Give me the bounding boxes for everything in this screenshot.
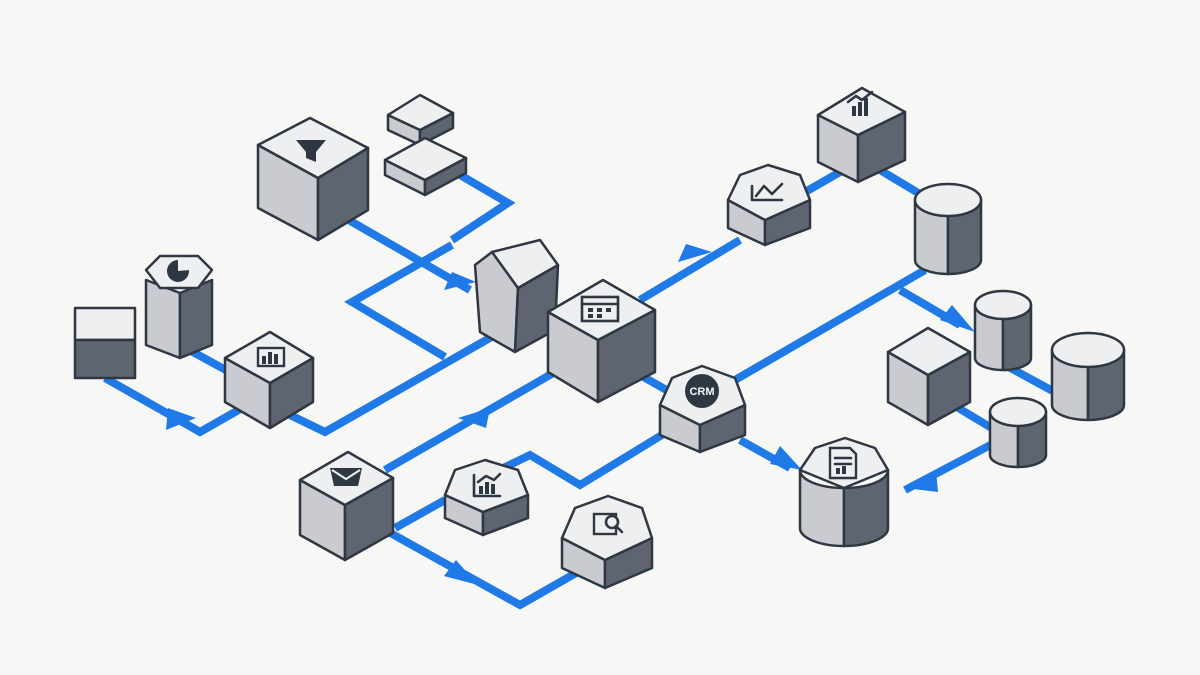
node-database-large[interactable] bbox=[1050, 331, 1126, 422]
node-email[interactable] bbox=[298, 450, 395, 562]
node-pie-chart[interactable] bbox=[144, 254, 214, 360]
node-calendar[interactable] bbox=[546, 278, 657, 404]
arrowhead-5 bbox=[940, 305, 975, 332]
node-growth-chart[interactable] bbox=[816, 86, 907, 184]
node-plain-cube[interactable] bbox=[886, 326, 972, 427]
node-bar-chart[interactable] bbox=[223, 330, 315, 430]
arrowhead-2 bbox=[444, 272, 476, 290]
search-document-icon bbox=[592, 512, 624, 536]
connector-barchart-to-center bbox=[288, 331, 497, 437]
report-document-icon bbox=[828, 446, 858, 480]
calendar-icon bbox=[580, 295, 620, 323]
connector-email-to-bottom bbox=[383, 526, 592, 610]
node-report[interactable] bbox=[798, 436, 890, 548]
arrowhead-4 bbox=[458, 408, 490, 428]
trend-line-icon bbox=[750, 182, 784, 202]
connector-crm-to-search bbox=[493, 426, 673, 490]
connector-junction-rise bbox=[344, 241, 454, 361]
arrowhead-6 bbox=[770, 446, 802, 470]
node-stacked-slabs[interactable] bbox=[383, 93, 468, 197]
growth-chart-icon bbox=[846, 90, 874, 116]
connector-db-to-crm bbox=[732, 266, 928, 384]
crm-label: CRM bbox=[689, 386, 714, 398]
arrowhead-3 bbox=[678, 244, 712, 262]
email-icon bbox=[330, 468, 362, 486]
arrowheads bbox=[166, 244, 975, 585]
bar-chart-trend-icon bbox=[472, 472, 502, 498]
node-database-tall[interactable] bbox=[913, 182, 983, 276]
connector-email-to-analytics bbox=[393, 496, 447, 532]
node-database-mid[interactable] bbox=[973, 289, 1033, 372]
node-trend[interactable] bbox=[726, 163, 812, 247]
node-database-small[interactable] bbox=[988, 396, 1048, 469]
connector-slabs-to-tilted bbox=[449, 168, 516, 244]
node-funnel[interactable] bbox=[256, 116, 370, 242]
crm-badge-icon: CRM bbox=[685, 374, 719, 408]
arrowhead-1 bbox=[166, 408, 196, 430]
funnel-icon bbox=[296, 140, 326, 162]
bar-chart-icon bbox=[256, 346, 286, 368]
node-analytics[interactable] bbox=[443, 458, 530, 537]
arrowhead-7 bbox=[444, 560, 478, 585]
node-search[interactable] bbox=[560, 494, 654, 590]
connector-funnel-to-tilted bbox=[338, 211, 472, 294]
node-tilted-block[interactable] bbox=[473, 238, 560, 354]
arrowhead-8 bbox=[905, 470, 938, 492]
node-crm[interactable]: CRM bbox=[658, 364, 747, 454]
pie-chart-icon bbox=[167, 258, 190, 282]
connector-calendar-to-trend bbox=[637, 236, 743, 304]
node-small-tile[interactable] bbox=[73, 306, 137, 380]
